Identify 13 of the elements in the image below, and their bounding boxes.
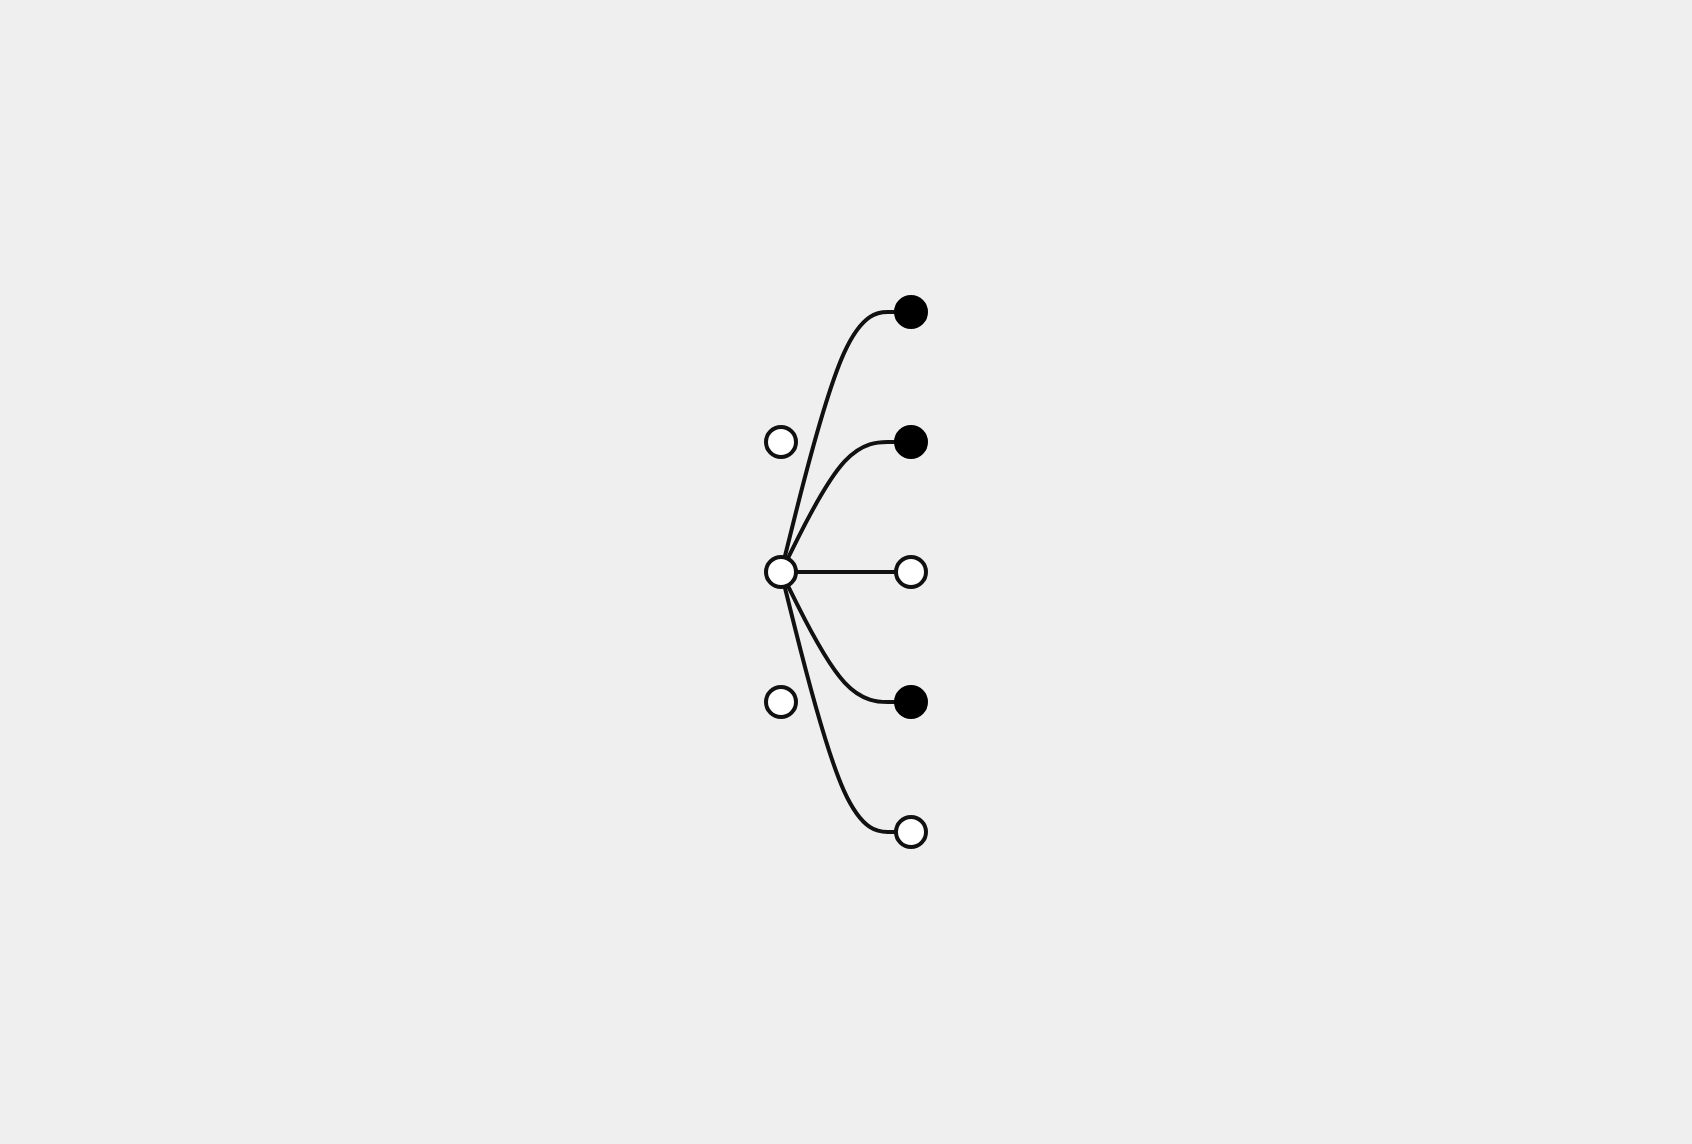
connector bbox=[782, 310, 896, 558]
connector bbox=[785, 584, 896, 704]
node-circle bbox=[894, 555, 928, 589]
node-circle bbox=[894, 425, 928, 459]
node-circle bbox=[894, 685, 928, 719]
node-circle bbox=[764, 555, 798, 589]
node-circle bbox=[894, 815, 928, 849]
connector bbox=[796, 570, 896, 574]
connector bbox=[785, 440, 896, 560]
connector bbox=[782, 586, 896, 834]
node-circle bbox=[894, 295, 928, 329]
node-circle bbox=[764, 425, 798, 459]
node-circle bbox=[764, 685, 798, 719]
